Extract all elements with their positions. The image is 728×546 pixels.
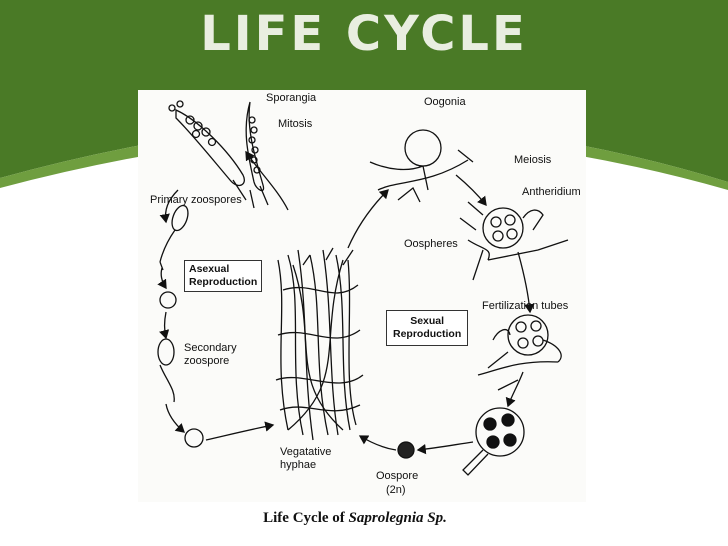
sexual-reproduction-box: Sexual Reproduction [386,310,469,346]
arrow-fertilization-to-oospore [505,371,524,408]
figure-caption: Life Cycle of Saprolegnia Sp. [0,510,710,527]
label-vegetative-hyphae-2: hyphae [280,459,317,471]
primary-zoospore-drawing [159,204,189,271]
life-cycle-drawing [157,100,569,476]
oospheres-drawing [459,201,569,281]
arrow-oogonium-to-oospheres [455,174,487,207]
caption-prefix: Life Cycle of [263,510,349,526]
label-oospore: Oospore [376,470,419,482]
arrow-oogonium-to-oospore [416,441,474,455]
label-primary-zoospores: Primary zoospores [150,194,242,206]
oospore-oogonium-drawing [462,407,525,476]
sexual-box-line-2: Reproduction [393,328,462,340]
label-secondary-zoospore-1: Secondary [184,342,237,354]
label-fertilization-tubes: Fertilization tubes [482,300,569,312]
sporangia-drawing [168,100,269,209]
arrow-oospheres-to-fertilization [517,251,535,314]
fertilization-tubes-drawing [477,314,562,391]
label-meiosis: Meiosis [514,154,552,166]
secondary-zoospore-drawing [157,338,175,403]
arrow-cyst-to-secondary [159,311,170,340]
label-vegetative-hyphae-1: Vegatative [280,446,332,458]
label-ploidy: (2n) [386,484,406,496]
label-antheridium: Antheridium [522,186,581,198]
arrow-cyst-to-hyphae [205,421,275,441]
arrow-hyphae-to-sporangia [245,150,289,211]
label-sporangia: Sporangia [266,92,317,104]
arrow-secondary-to-cyst [165,403,185,433]
cyst-drawing [159,291,177,309]
oospore-drawing [397,441,415,459]
arrow-oospore-to-hyphae [358,435,397,451]
slide-title: LIFE CYCLE [200,6,528,62]
label-oospheres: Oospheres [404,238,458,250]
sexual-box-line-1: Sexual [410,315,445,327]
vegetative-hyphae-drawing [275,247,364,441]
asexual-box-line-1: Asexual [189,263,230,275]
asexual-box-line-2: Reproduction [189,276,258,288]
oogonium-drawing [369,129,474,203]
label-secondary-zoospore-2: zoospore [184,355,230,367]
label-oogonia: Oogonia [424,96,466,108]
germinating-cyst-drawing [184,428,204,448]
caption-species: Saprolegnia Sp. [348,510,447,526]
life-cycle-figure: Sporangia Mitosis Oogonia Meiosis Anther… [138,90,586,502]
arrow-hyphae-to-oogonium [347,189,389,249]
asexual-reproduction-box: Asexual Reproduction [184,260,263,292]
label-mitosis: Mitosis [278,118,313,130]
arrow-zoospore-to-cyst [157,267,167,290]
arrow-sporangia-to-zoospore [159,189,179,224]
